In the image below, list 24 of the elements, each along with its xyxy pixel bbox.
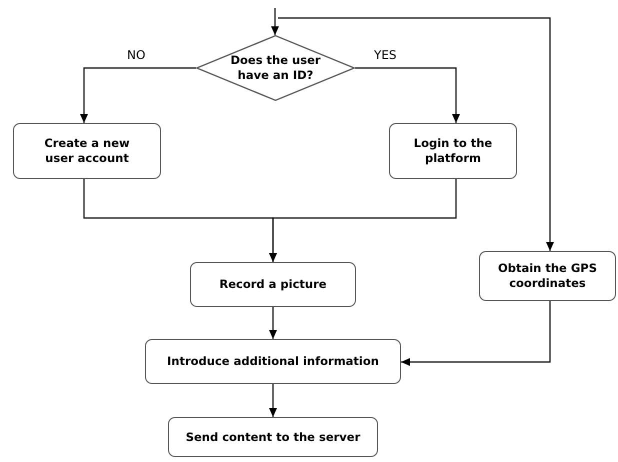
arrow [269, 307, 277, 339]
edge-label: YES [373, 48, 398, 62]
decision-diamond [196, 35, 355, 101]
arrow [271, 8, 279, 36]
node-text: Login to the platform [412, 136, 494, 166]
arrow [355, 67, 460, 123]
process-box [389, 123, 517, 179]
process-box [13, 123, 161, 179]
arrow [401, 301, 551, 366]
arrow [269, 384, 277, 417]
process-box [190, 262, 356, 307]
arrow [269, 179, 457, 262]
process-box [479, 251, 616, 301]
process-box [168, 417, 378, 457]
node-text: Obtain the GPS coordinates [496, 261, 598, 291]
edge-label: NO [126, 48, 146, 62]
node-text: Introduce additional information [167, 354, 379, 369]
node-text: Record a picture [219, 277, 327, 292]
node-text: Create a new user account [43, 136, 131, 166]
node-text: Send content to the server [186, 430, 360, 444]
arrow [80, 67, 196, 123]
node-text: Does the user have an ID? [229, 53, 322, 83]
arrow [278, 17, 554, 251]
process-box [145, 339, 401, 384]
